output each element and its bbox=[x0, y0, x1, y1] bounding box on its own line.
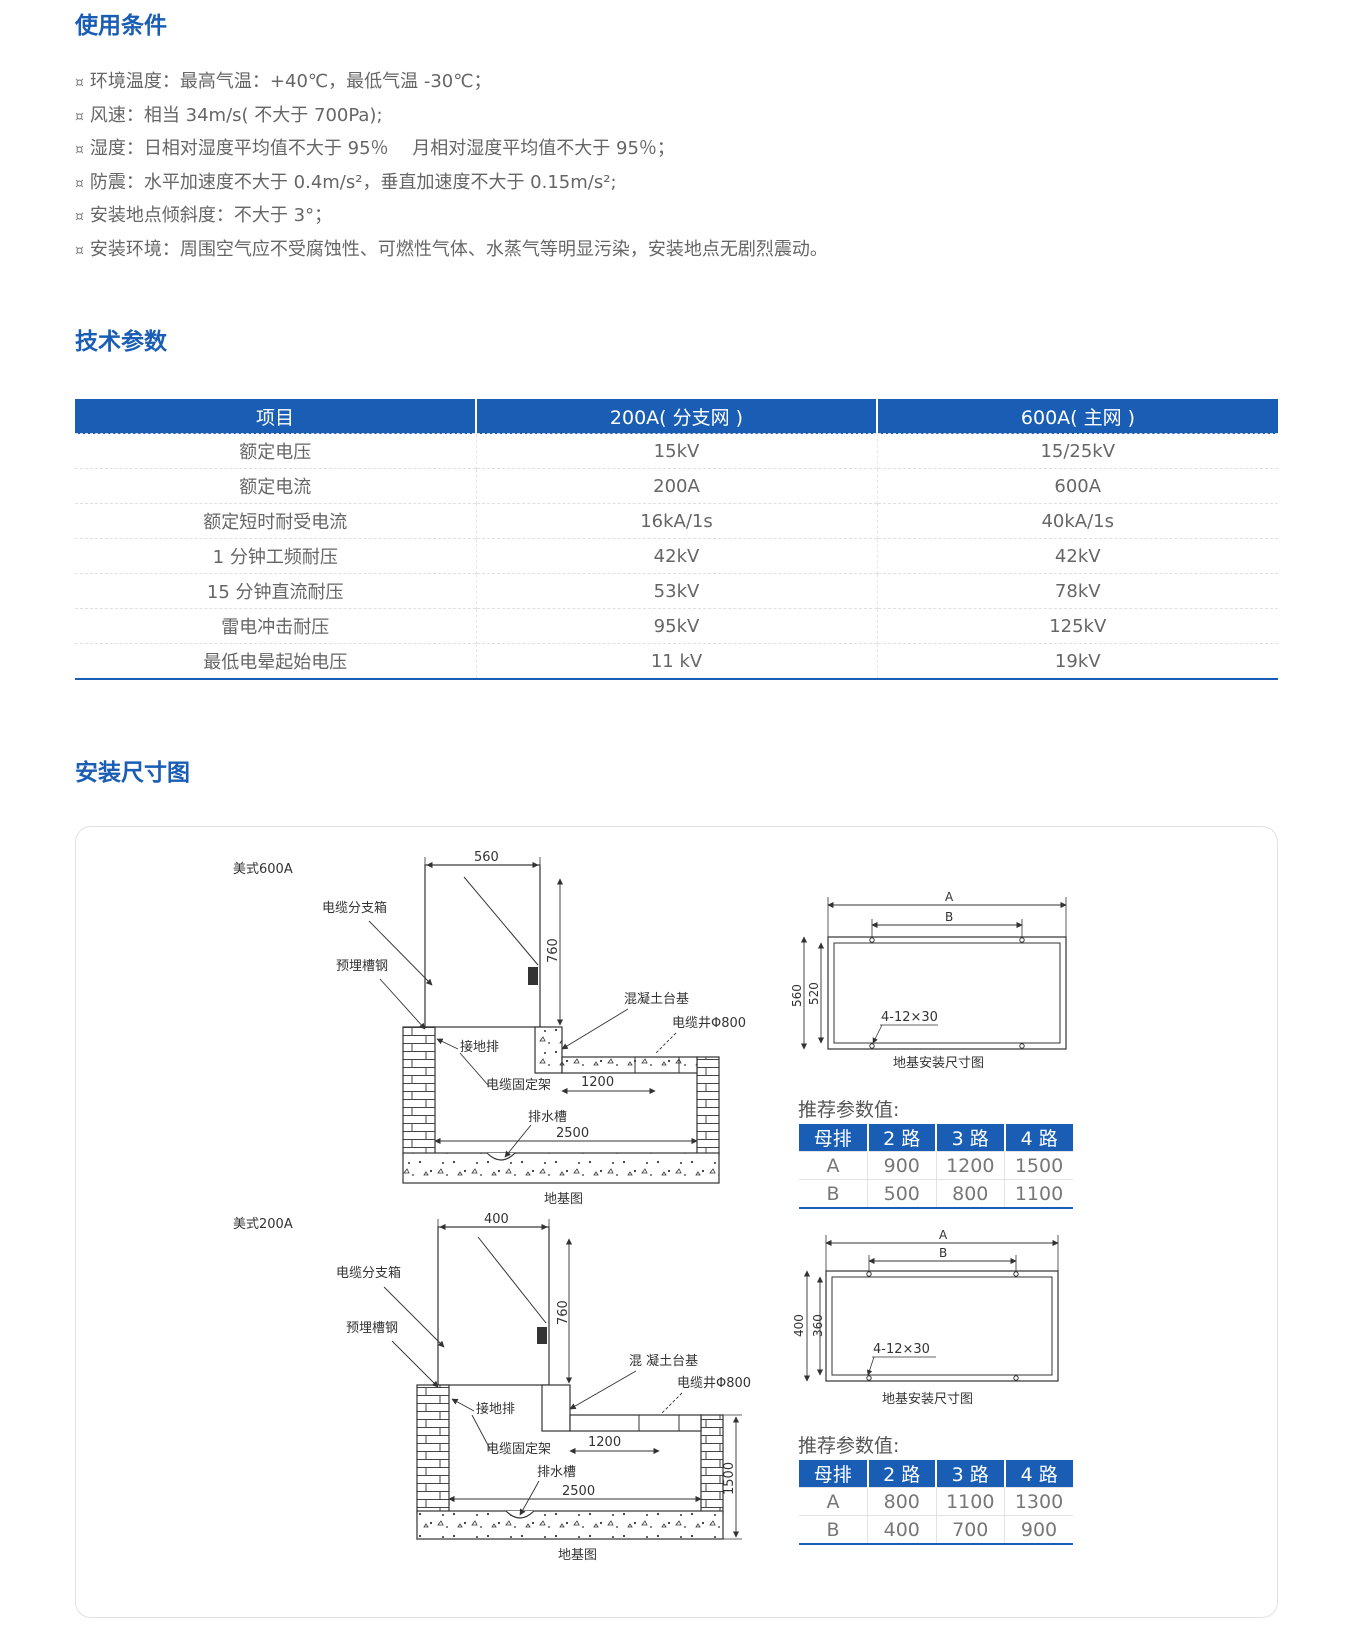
model-label-200a: 美式200A bbox=[233, 1217, 293, 1232]
concrete-slab bbox=[561, 1056, 698, 1074]
label-cable-box: 电缆分支箱 bbox=[322, 900, 387, 916]
condition-item: ¤湿度：日相对湿度平均值不大于 95％ 月相对湿度平均值不大于 95％； bbox=[75, 138, 675, 159]
conditions-list: ¤环境温度：最高气温：+40℃，最低气温 -30℃； ¤风速：相当 34m/s(… bbox=[75, 66, 828, 267]
drawing-200a: 美式200A 400 760 1500 电缆分支箱 bbox=[233, 1212, 751, 1563]
bullet-icon: ¤ bbox=[75, 242, 84, 259]
label-channel: 预埋槽钢 bbox=[346, 1321, 398, 1336]
label-ground: 接地排 bbox=[476, 1401, 515, 1417]
dim-width: 400 bbox=[484, 1212, 509, 1227]
conditions-title: 使用条件 bbox=[75, 13, 167, 39]
condition-item: ¤安装环境：周围空气应不受腐蚀性、可燃性气体、水蒸气等明显污染，安装地点无剧烈震… bbox=[75, 238, 828, 260]
drawing-600a: 美式600A 560 760 电缆分支箱 预埋槽钢 bbox=[233, 850, 746, 1207]
specs-header-item: 项目 bbox=[75, 399, 476, 434]
dim-a: A bbox=[939, 1228, 948, 1242]
label-well: 电缆井Φ800 bbox=[677, 1375, 751, 1391]
specs-title: 技术参数 bbox=[75, 329, 167, 355]
dim-inner: 1200 bbox=[588, 1435, 621, 1450]
brick-wall-left bbox=[402, 1026, 436, 1156]
dim-a: A bbox=[945, 890, 954, 904]
bullet-icon: ¤ bbox=[75, 108, 84, 125]
dim-b: B bbox=[945, 910, 953, 924]
dim-outer-height: 400 bbox=[792, 1314, 806, 1337]
bullet-icon: ¤ bbox=[75, 175, 84, 192]
condition-item: ¤防震：水平加速度不大于 0.4m/s²，垂直加速度不大于 0.15m/s²; bbox=[75, 171, 617, 193]
foundation-inner bbox=[831, 1276, 1053, 1376]
label-bracket: 电缆固定架 bbox=[486, 1077, 551, 1093]
condition-item: ¤环境温度：最高气温：+40℃，最低气温 -30℃； bbox=[75, 71, 492, 92]
box-lock bbox=[537, 1327, 547, 1344]
dim-inner: 1200 bbox=[581, 1075, 614, 1090]
bullet-icon: ¤ bbox=[75, 142, 84, 158]
rec-label-600a: 推荐参数值: bbox=[798, 1099, 900, 1121]
specs-header-600a: 600A( 主网 ) bbox=[876, 399, 1278, 434]
cable-box bbox=[424, 864, 541, 1028]
dim-outer: 2500 bbox=[562, 1484, 595, 1499]
caption-foundation-plan: 地基安装尺寸图 bbox=[882, 1392, 973, 1407]
model-label-600a: 美式600A bbox=[233, 862, 293, 877]
bullet-icon: ¤ bbox=[75, 209, 84, 225]
label-holes: 4-12×30 bbox=[881, 1010, 938, 1025]
box-lock bbox=[528, 967, 538, 985]
dim-outer: 2500 bbox=[556, 1126, 589, 1141]
label-base: 混凝土台基 bbox=[624, 991, 689, 1007]
concrete-slab bbox=[569, 1414, 702, 1432]
brick-wall-right bbox=[700, 1414, 724, 1514]
brick-wall-right bbox=[696, 1056, 720, 1156]
label-holes: 4-12×30 bbox=[873, 1342, 930, 1357]
condition-item: ¤风速：相当 34m/s( 不大于 700Pa); bbox=[75, 104, 383, 126]
specs-header-row: 项目 200A( 分支网 ) 600A( 主网 ) bbox=[75, 399, 1278, 434]
label-drain: 排水槽 bbox=[537, 1465, 576, 1480]
label-ground: 接地排 bbox=[460, 1039, 499, 1055]
dim-inner-height: 360 bbox=[811, 1314, 825, 1337]
brick-wall-left bbox=[416, 1384, 450, 1514]
bullet-icon: ¤ bbox=[75, 75, 84, 91]
label-cable-box: 电缆分支箱 bbox=[336, 1265, 401, 1281]
installation-drawings-svg: 美式600A 560 760 电缆分支箱 预埋槽钢 bbox=[233, 850, 1067, 1563]
label-drain: 排水槽 bbox=[528, 1110, 567, 1125]
box-diagonal bbox=[477, 1236, 547, 1324]
concrete-pedestal bbox=[541, 1384, 571, 1432]
dim-depth: 1500 bbox=[722, 1462, 737, 1495]
label-well: 电缆井Φ800 bbox=[672, 1015, 746, 1031]
dim-height: 760 bbox=[546, 938, 561, 963]
foundation-plan-200a: A B 400 360 4-12×30 地基安装尺寸图 bbox=[792, 1228, 1059, 1407]
rec-label-200a: 推荐参数值: bbox=[798, 1435, 900, 1457]
dim-b: B bbox=[939, 1246, 947, 1260]
caption-foundation-plan: 地基安装尺寸图 bbox=[893, 1056, 984, 1071]
dim-outer-height: 560 bbox=[790, 984, 804, 1007]
condition-item: ¤安装地点倾斜度：不大于 3°； bbox=[75, 205, 333, 226]
foundation-inner bbox=[833, 942, 1061, 1044]
dim-width: 560 bbox=[474, 850, 499, 865]
cable-box bbox=[437, 1226, 550, 1386]
installation-drawing-panel: 美式600A 560 760 电缆分支箱 预埋槽钢 bbox=[75, 826, 1278, 1618]
caption-foundation: 地基图 bbox=[558, 1548, 597, 1563]
caption-foundation: 地基图 bbox=[544, 1192, 583, 1207]
specs-header-200a: 200A( 分支网 ) bbox=[475, 399, 877, 434]
dim-inner-height: 520 bbox=[807, 982, 821, 1005]
concrete-floor bbox=[402, 1152, 720, 1184]
concrete-floor bbox=[416, 1510, 724, 1540]
label-bracket: 电缆固定架 bbox=[486, 1441, 551, 1457]
concrete-pedestal bbox=[534, 1026, 563, 1074]
label-base: 混 凝土台基 bbox=[629, 1353, 698, 1369]
dim-height: 760 bbox=[556, 1300, 571, 1325]
box-diagonal bbox=[463, 876, 539, 966]
label-channel: 预埋槽钢 bbox=[336, 959, 388, 974]
install-title: 安装尺寸图 bbox=[75, 760, 190, 786]
foundation-plan-600a: A B 560 520 4-12×30 地基安装尺寸图 bbox=[790, 890, 1067, 1071]
